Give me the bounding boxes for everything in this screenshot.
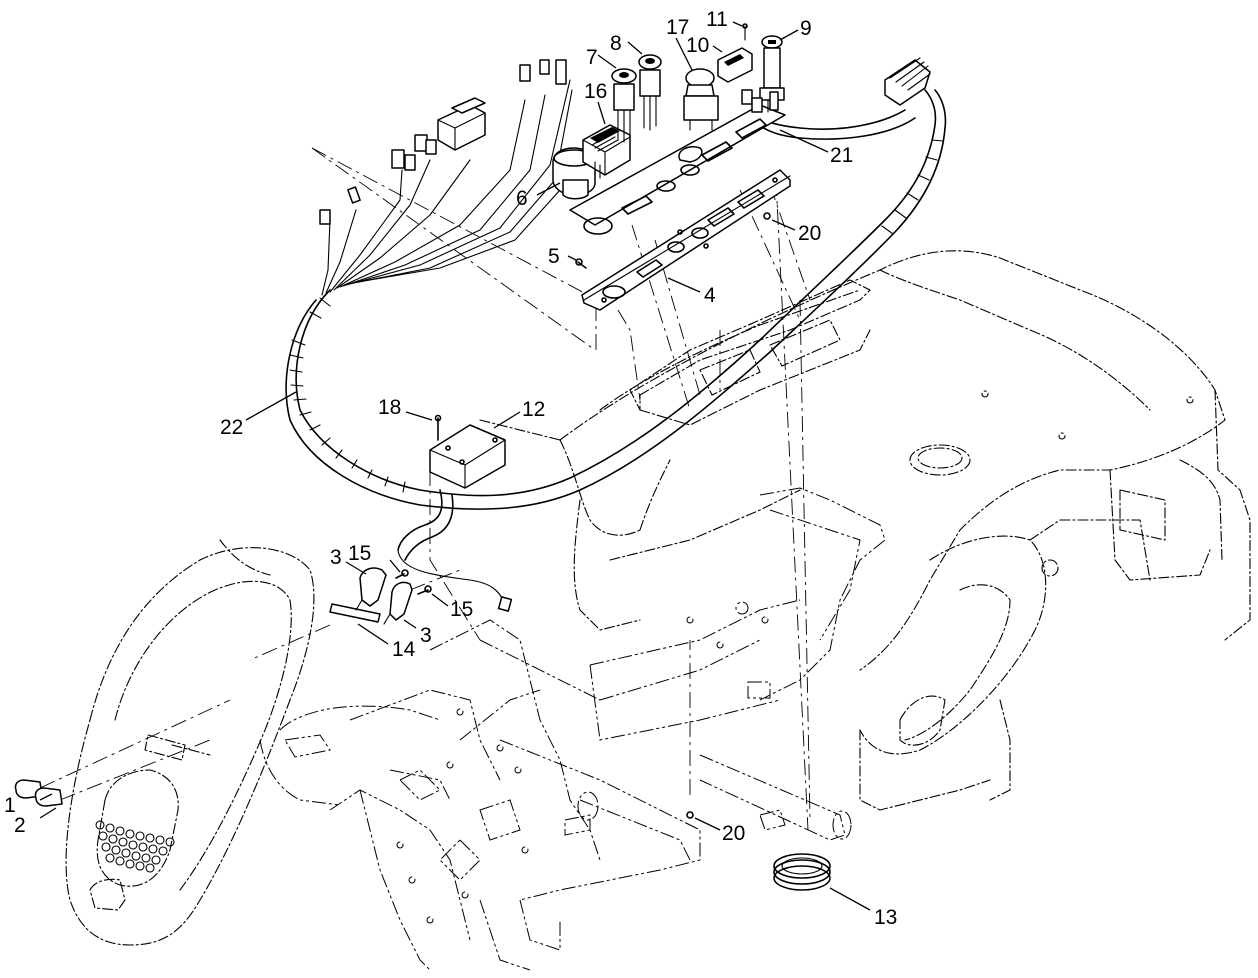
- component-20-nut-upper: [763, 212, 771, 220]
- component-12-module: [429, 424, 506, 489]
- tail-light-grille: [95, 820, 175, 873]
- callout-8: 8: [610, 32, 622, 55]
- harness-wrap-marks: [289, 139, 944, 493]
- component-10-hour-meter: [717, 47, 753, 83]
- callout-6: 6: [516, 187, 528, 210]
- callout-11: 11: [706, 8, 728, 31]
- component-7-switch: [611, 68, 637, 143]
- callout-15b: 15: [450, 598, 473, 621]
- callout-21: 21: [830, 144, 853, 167]
- callout-4: 4: [704, 284, 716, 307]
- callout-12: 12: [522, 398, 545, 421]
- harness-connectors-left: [319, 59, 567, 225]
- component-18-screw: [434, 414, 442, 441]
- callout-18: 18: [378, 396, 401, 419]
- connectors-near-console: [741, 89, 779, 113]
- component-3-clips: [355, 567, 413, 625]
- wire-harness: [285, 57, 947, 612]
- callout-5: 5: [548, 245, 560, 268]
- relay-block: [437, 97, 486, 151]
- callout-16: 16: [584, 80, 607, 103]
- component-5-screw: [575, 258, 587, 269]
- component-20-nut-lower: [686, 811, 694, 819]
- callout-22: 22: [220, 416, 243, 439]
- callout-3b: 3: [420, 624, 432, 647]
- callout-17: 17: [666, 16, 689, 39]
- phantom-left-fender: [65, 539, 315, 946]
- component-13-grommet: [773, 853, 831, 891]
- component-8-switch: [638, 54, 662, 131]
- phantom-chassis-frame: [259, 487, 886, 971]
- leader-lines: [39, 21, 871, 911]
- callout-10: 10: [686, 34, 709, 57]
- callout-20b: 20: [722, 822, 745, 845]
- harness-connector-right: [884, 57, 931, 106]
- callout-labels: 1 2 3 3 4 5 6 7 8 9 10 11 12 13 14 15 15…: [4, 8, 897, 929]
- callout-15a: 15: [348, 542, 371, 565]
- phantom-machine-body: [479, 250, 1251, 811]
- component-14-plate: [329, 603, 381, 623]
- console-gasket: [569, 104, 786, 235]
- callout-9: 9: [800, 17, 812, 40]
- component-17-pto-switch: [683, 68, 719, 131]
- control-panel-plate: [581, 169, 791, 311]
- projection-lines: [39, 147, 811, 831]
- component-11-screw: [742, 23, 748, 41]
- callout-20a: 20: [798, 222, 821, 245]
- callout-13: 13: [874, 906, 897, 929]
- callout-2: 2: [14, 814, 26, 837]
- callout-14: 14: [392, 638, 416, 661]
- component-1-2-lamps: [14, 779, 63, 807]
- callout-3a: 3: [330, 546, 342, 569]
- callout-7: 7: [586, 46, 598, 69]
- callout-1: 1: [4, 794, 16, 817]
- component-15-screws: [395, 569, 432, 595]
